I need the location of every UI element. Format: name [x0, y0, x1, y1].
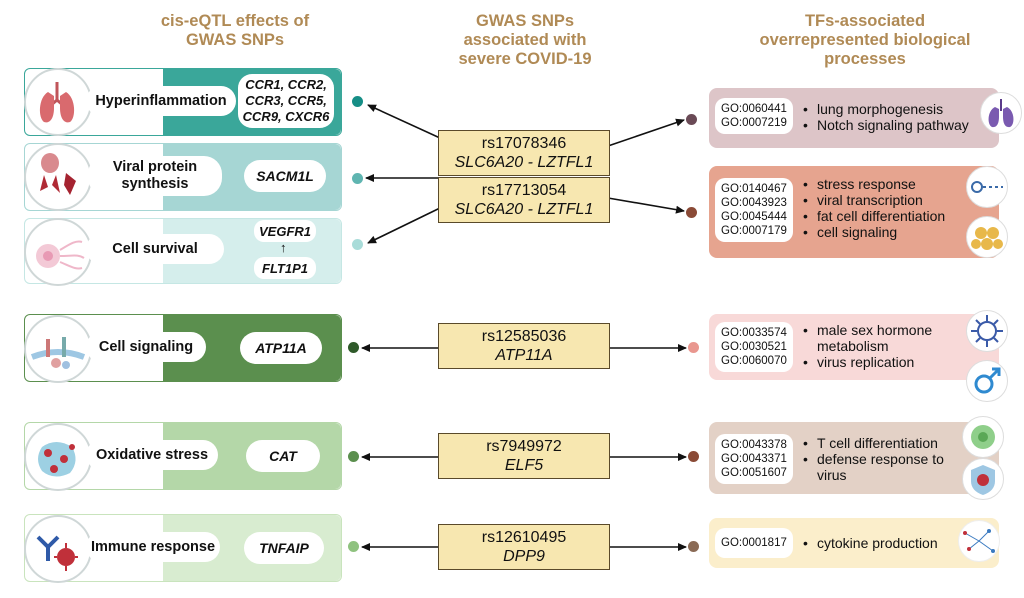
middle-header: GWAS SNPs associated with severe COVID-1…	[458, 12, 592, 68]
up-arrow-icon: ↑	[280, 240, 287, 255]
lungs-icon	[980, 92, 1022, 134]
right-header: TFs-associated overrepresented biologica…	[759, 12, 971, 68]
snp-rs17713054: rs17713054 SLC6A20 - LZTFL1	[438, 177, 610, 223]
genes-immune: TNFAIP	[244, 532, 324, 564]
genes-oxidative: CAT	[246, 440, 320, 472]
dot-cell-survival	[352, 239, 363, 250]
dot-immune	[348, 541, 359, 552]
cytokine-network-icon	[958, 520, 1000, 562]
label-viral-protein: Viral protein synthesis	[88, 156, 222, 196]
processes-1: lung morphogenesisNotch signaling pathwa…	[801, 101, 991, 133]
antibody-virus-icon	[24, 515, 92, 583]
label-cell-signaling: Cell signaling	[86, 332, 206, 362]
shield-virus-icon	[962, 458, 1004, 500]
dot-viral-protein	[352, 173, 363, 184]
tf-box-5: GO:0001817 cytokine production	[709, 518, 999, 568]
oxidative-cell-icon	[24, 423, 92, 491]
male-symbol-icon	[966, 360, 1008, 402]
label-oxidative: Oxidative stress	[86, 440, 218, 470]
label-cell-survival: Cell survival	[86, 234, 224, 264]
dot-tf-2	[686, 207, 697, 218]
label-hyperinflammation: Hyperinflammation	[86, 86, 236, 116]
snp-rs12610495: rs12610495 DPP9	[438, 524, 610, 570]
genes-viral-protein: SACM1L	[244, 160, 326, 192]
snp-rs12585036: rs12585036 ATP11A	[438, 323, 610, 369]
virus-icon	[966, 310, 1008, 352]
dot-cell-signaling	[348, 342, 359, 353]
genes-cell-signaling: ATP11A	[240, 332, 322, 364]
processes-2: stress responseviral transcription fat c…	[801, 176, 971, 240]
arrow-cell-survival	[367, 207, 441, 244]
genes-hyperinflammation: CCR1, CCR2, CCR3, CCR5, CCR9, CXCR6	[238, 74, 334, 128]
dot-tf-4	[688, 451, 699, 462]
dot-oxidative	[348, 451, 359, 462]
dot-hyperinflammation	[352, 96, 363, 107]
gene-flt1p1: FLT1P1	[254, 257, 316, 279]
processes-4: T cell differentiationdefense response t…	[801, 435, 971, 483]
go-terms-5: GO:0001817	[715, 528, 793, 558]
ribosome-icon	[24, 143, 92, 211]
cell-icon	[24, 218, 92, 286]
processes-3: male sex hormone metabolismvirus replica…	[801, 322, 961, 370]
dot-tf-1	[686, 114, 697, 125]
arrow-tf-2	[607, 197, 685, 214]
snp-rs7949972: rs7949972 ELF5	[438, 433, 610, 479]
left-header: cis-eQTL effects of GWAS SNPs	[160, 12, 310, 49]
fat-cells-icon	[966, 216, 1008, 258]
processes-5: cytokine production	[801, 535, 961, 551]
gene-vegfr1: VEGFR1	[254, 220, 316, 242]
lungs-icon	[24, 68, 92, 136]
label-immune: Immune response	[86, 532, 220, 562]
arrow-hyperinflammation	[367, 104, 441, 139]
t-cell-icon	[962, 416, 1004, 458]
snp-rs17078346: rs17078346 SLC6A20 - LZTFL1	[438, 130, 610, 176]
transcription-icon	[966, 166, 1008, 208]
dot-tf-3	[688, 342, 699, 353]
membrane-signaling-icon	[24, 315, 92, 383]
dot-tf-5	[688, 541, 699, 552]
arrow-tf-1	[607, 118, 685, 147]
